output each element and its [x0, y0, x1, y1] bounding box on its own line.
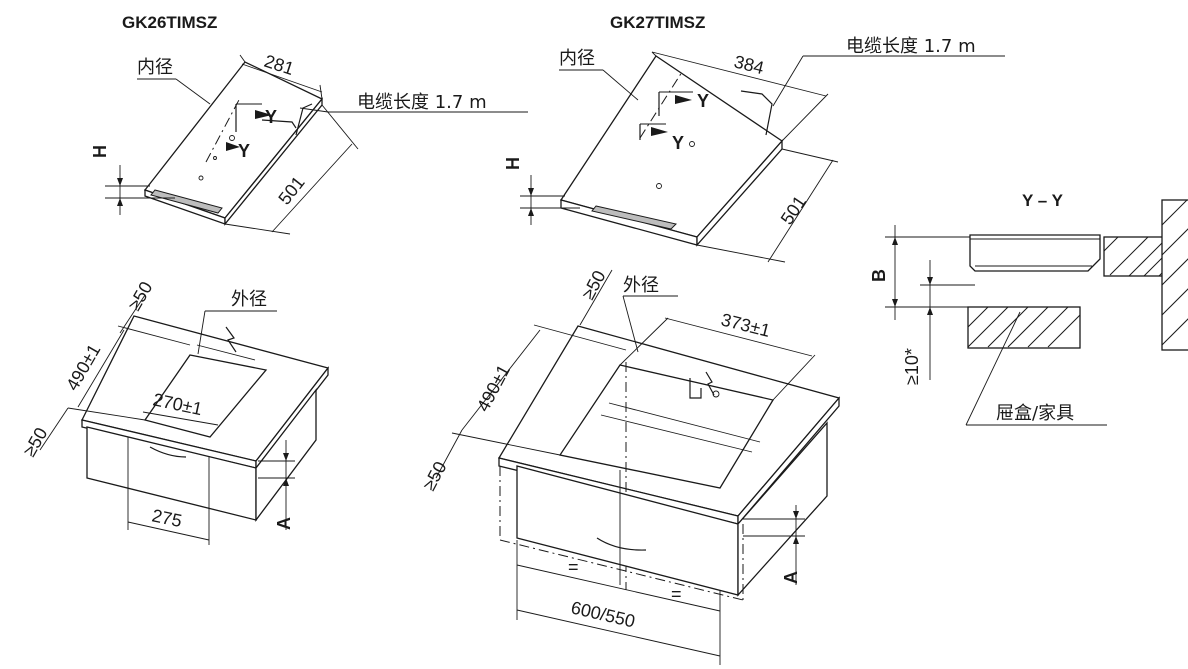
svg-text:A: A	[274, 517, 294, 530]
section-y-y: Y – Y	[869, 191, 1188, 426]
svg-text:≥50: ≥50	[19, 424, 51, 460]
cabinet-right	[499, 421, 828, 601]
svg-text:373±1: 373±1	[719, 309, 772, 340]
model-title-left: GK26TIMSZ	[122, 13, 217, 32]
dim-equal-split: = =	[516, 540, 721, 665]
svg-text:Y: Y	[697, 91, 709, 111]
cable-length-left: 电缆长度 1.7 m	[357, 92, 487, 113]
svg-text:Y: Y	[265, 107, 277, 127]
svg-text:≥50: ≥50	[124, 278, 156, 314]
cable-right: 电缆长度 1.7 m	[772, 36, 1005, 107]
dim-min-gap: ≥10*	[902, 348, 922, 385]
dim-h-left: H	[90, 145, 175, 215]
svg-text:H: H	[503, 157, 523, 170]
svg-text:Y: Y	[238, 141, 250, 161]
inner-label-right: 内径	[559, 48, 639, 101]
cooktop-left	[143, 61, 324, 226]
dim-b: B	[869, 269, 889, 282]
equal-mark-left: =	[568, 557, 579, 577]
wall-hatch	[1162, 200, 1188, 346]
svg-text:501: 501	[777, 192, 810, 228]
drawer-hatch	[968, 307, 1080, 348]
svg-text:≥50: ≥50	[419, 458, 451, 494]
svg-text:490±1: 490±1	[473, 361, 514, 414]
outer-label-left: 外径	[197, 289, 277, 355]
svg-text:Y: Y	[672, 133, 684, 153]
svg-text:H: H	[90, 145, 110, 158]
svg-text:外径: 外径	[231, 289, 267, 310]
section-marker-right-1: Y	[658, 91, 709, 116]
svg-text:490±1: 490±1	[62, 341, 104, 394]
inner-label-left: 内径	[137, 57, 211, 105]
dim-clear-back-right: ≥50	[578, 267, 613, 326]
svg-text:外径: 外径	[623, 275, 659, 296]
cable-left: 电缆长度 1.7 m	[261, 92, 528, 129]
section-marker-left-2: Y	[226, 141, 250, 161]
outer-label-right: 外径	[622, 275, 678, 353]
dim-a-right: A	[743, 505, 805, 585]
dim-275: 275	[127, 488, 210, 545]
worktop-hatch	[1104, 237, 1179, 276]
svg-text:≥50: ≥50	[578, 267, 610, 303]
section-marker-left-1: Y	[235, 103, 277, 132]
countertop-left	[81, 315, 330, 470]
svg-text:275: 275	[150, 505, 184, 531]
svg-text:A: A	[781, 571, 801, 584]
drawer-furniture-label: 屉盒/家具	[996, 403, 1074, 424]
svg-text:501: 501	[274, 172, 308, 208]
countertop-right	[497, 325, 841, 590]
dim-clear-front-left: ≥50	[19, 407, 69, 460]
cable-length-right: 电缆长度 1.7 m	[846, 36, 976, 57]
section-title: Y – Y	[1022, 191, 1064, 210]
equal-mark-right: =	[671, 584, 682, 604]
svg-text:内径: 内径	[559, 48, 595, 69]
dim-a-left: A	[258, 440, 295, 530]
model-title-right: GK27TIMSZ	[610, 13, 705, 32]
svg-text:600/550: 600/550	[569, 597, 637, 631]
dim-clear-front-right: ≥50	[419, 429, 463, 494]
dim-600-550: 600/550	[516, 597, 721, 657]
section-marker-right-2: Y	[639, 123, 684, 153]
svg-text:内径: 内径	[137, 57, 173, 78]
dim-384: 384	[651, 51, 829, 142]
dim-h-right: H	[503, 157, 580, 225]
svg-text:384: 384	[732, 51, 766, 78]
